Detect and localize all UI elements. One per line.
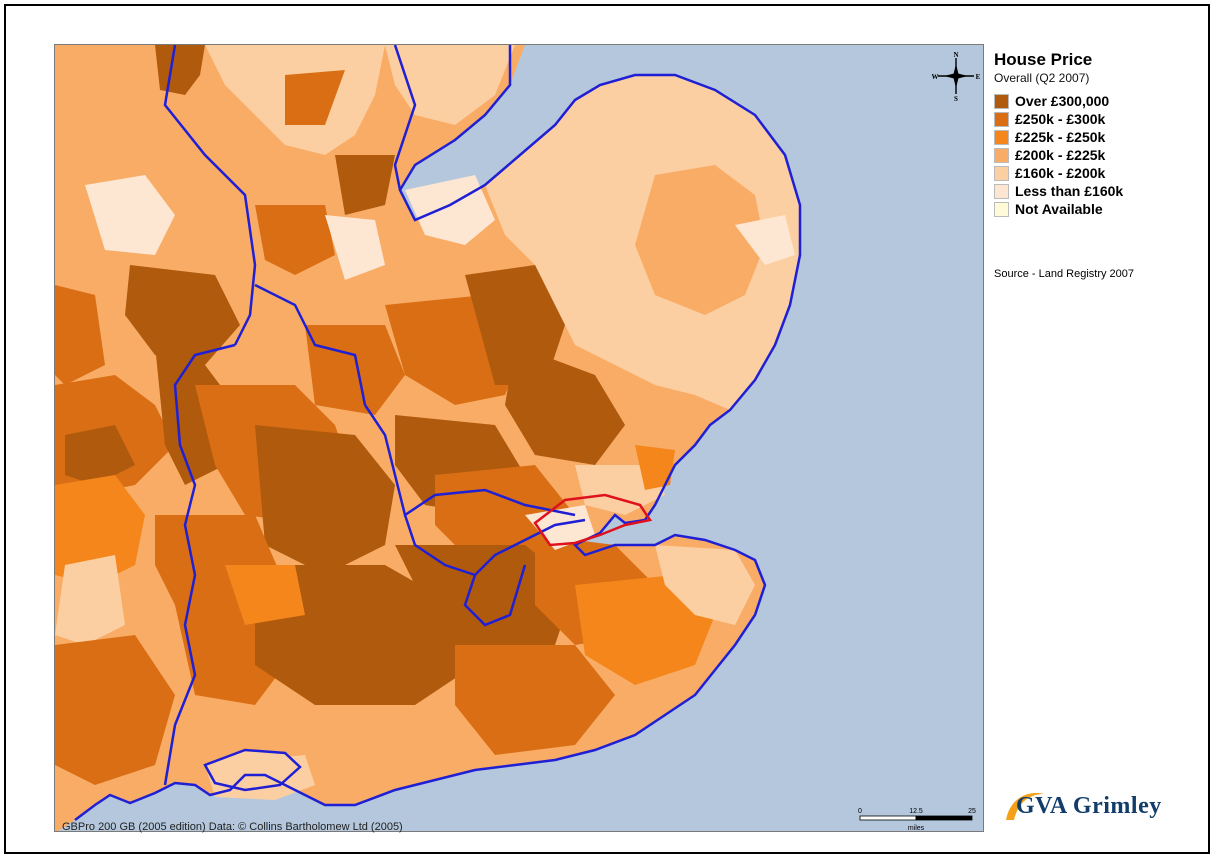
legend-item: £250k - £300k bbox=[994, 110, 1204, 128]
legend-label: £225k - £250k bbox=[1015, 129, 1106, 145]
land-regions bbox=[55, 45, 800, 831]
gva-grimley-logo: GVA Grimley bbox=[1002, 786, 1162, 826]
map-panel[interactable] bbox=[54, 44, 984, 832]
legend-label: £200k - £225k bbox=[1015, 147, 1106, 163]
legend-swatch bbox=[994, 183, 1009, 199]
logo-text: GVA Grimley bbox=[1016, 792, 1162, 819]
scale-bar: 0 12.5 25 miles bbox=[856, 806, 976, 838]
legend-item: £200k - £225k bbox=[994, 146, 1204, 164]
legend-label: Less than £160k bbox=[1015, 183, 1124, 199]
legend-title: House Price bbox=[994, 50, 1093, 69]
logo-swoosh-icon bbox=[1006, 793, 1044, 820]
compass-e: E bbox=[976, 73, 980, 81]
region-boundaries bbox=[163, 45, 586, 786]
scale-mid: 12.5 bbox=[909, 808, 923, 815]
legend-swatch bbox=[994, 147, 1009, 163]
compass-s: S bbox=[954, 95, 958, 102]
legend-item: Not Available bbox=[994, 200, 1204, 218]
compass-rose: N S E W bbox=[932, 50, 981, 107]
scale-unit: miles bbox=[908, 825, 925, 832]
legend: House Price Overall (Q2 2007) Over £300,… bbox=[994, 50, 1204, 218]
coastline bbox=[74, 45, 802, 821]
house-price-map[interactable] bbox=[55, 45, 984, 832]
data-credit: GBPro 200 GB (2005 edition) Data: © Coll… bbox=[62, 821, 403, 833]
legend-item: £160k - £200k bbox=[994, 164, 1204, 182]
legend-swatch bbox=[994, 129, 1009, 145]
scale-max: 25 bbox=[968, 808, 976, 815]
legend-label: £160k - £200k bbox=[1015, 165, 1106, 181]
thames-gateway-outline bbox=[533, 493, 653, 547]
legend-subtitle: Overall (Q2 2007) bbox=[994, 71, 1090, 85]
legend-item: Less than £160k bbox=[994, 182, 1204, 200]
page-frame: N S E W House Price Overall (Q2 2007) Ov… bbox=[4, 4, 1210, 854]
legend-swatch bbox=[994, 111, 1009, 127]
legend-swatch bbox=[994, 201, 1009, 217]
legend-item: Over £300,000 bbox=[994, 92, 1204, 110]
scale-zero: 0 bbox=[858, 808, 862, 815]
legend-items: Over £300,000 £250k - £300k £225k - £250k £… bbox=[994, 92, 1204, 218]
legend-label: Not Available bbox=[1015, 201, 1103, 217]
source-note: Source - Land Registry 2007 bbox=[994, 268, 1135, 280]
legend-label: Over £300,000 bbox=[1015, 93, 1110, 109]
legend-item: £225k - £250k bbox=[994, 128, 1204, 146]
legend-swatch bbox=[994, 93, 1009, 109]
compass-w: W bbox=[932, 73, 939, 81]
legend-label: £250k - £300k bbox=[1015, 111, 1106, 127]
legend-swatch bbox=[994, 165, 1009, 181]
compass-n: N bbox=[953, 51, 958, 59]
